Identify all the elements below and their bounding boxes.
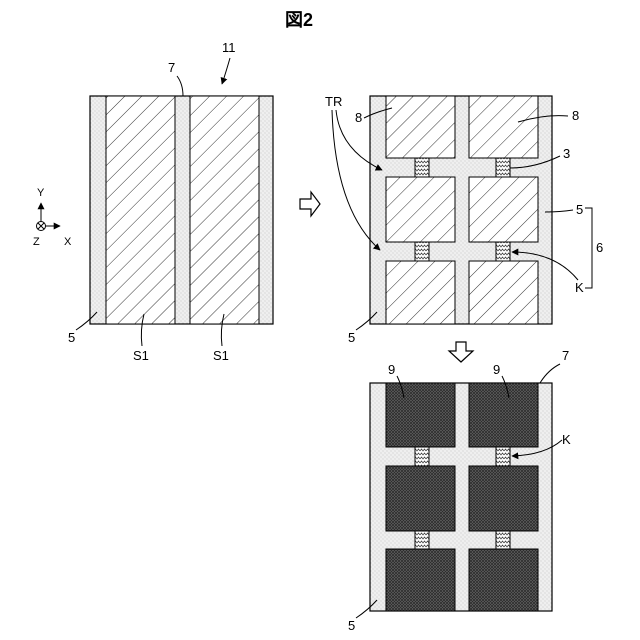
- block-8: [469, 177, 538, 242]
- block-8: [469, 261, 538, 324]
- block-8: [386, 177, 455, 242]
- label-frame-right: 5: [576, 202, 583, 217]
- axis-y-label: Y: [37, 187, 45, 199]
- axis-x-label: X: [64, 236, 72, 248]
- label-frame-b: 5: [348, 330, 355, 345]
- bridge: [415, 242, 429, 261]
- bridge: [415, 531, 429, 549]
- pad-9: [469, 466, 538, 531]
- strip-s1-right: [190, 96, 259, 324]
- label-pad-right: 9: [493, 362, 500, 377]
- label-pad-left: 9: [388, 362, 395, 377]
- pad-9: [386, 549, 455, 611]
- pad-9: [386, 466, 455, 531]
- label-substrate: 11: [222, 40, 236, 55]
- bridge: [415, 447, 429, 466]
- bracket-group: [585, 208, 592, 288]
- block-8: [469, 96, 538, 158]
- leader-substrate: [222, 58, 230, 84]
- label-group: 6: [596, 240, 603, 255]
- block-8: [386, 261, 455, 324]
- pad-9: [469, 383, 538, 447]
- pad-9: [469, 549, 538, 611]
- label-bridge: 3: [563, 146, 570, 161]
- bridge: [415, 158, 429, 177]
- bridge: [496, 158, 510, 177]
- bridge: [496, 531, 510, 549]
- label-groove: 7: [168, 60, 175, 75]
- pad-9: [386, 383, 455, 447]
- panel-b: TR 8 8 3 5 6 K 5: [325, 94, 603, 345]
- step-arrow-right: [300, 192, 320, 216]
- figure-title: 図2: [285, 10, 313, 30]
- label-tr: TR: [325, 94, 342, 109]
- bridge: [496, 242, 510, 261]
- axis-z-label: Z: [33, 236, 40, 248]
- step-arrow-down: [449, 342, 473, 362]
- label-block-right: 8: [572, 108, 579, 123]
- label-strip-right: S1: [213, 348, 229, 363]
- axes-indicator: Y Z X: [33, 187, 72, 248]
- leader-groove: [177, 76, 183, 96]
- strip-s1-left: [106, 96, 175, 324]
- label-frame-c: 5: [348, 618, 355, 633]
- leader-groove-c: [540, 364, 560, 383]
- label-k-b: K: [575, 280, 584, 295]
- label-frame-a: 5: [68, 330, 75, 345]
- label-groove-c: 7: [562, 348, 569, 363]
- panel-c: 9 9 7 K 5: [348, 348, 571, 633]
- block-8: [386, 96, 455, 158]
- label-k-c: K: [562, 432, 571, 447]
- label-block-left: 8: [355, 110, 362, 125]
- label-strip-left: S1: [133, 348, 149, 363]
- panel-a: 11 7 5 S1 S1: [68, 40, 273, 363]
- bridge: [496, 447, 510, 466]
